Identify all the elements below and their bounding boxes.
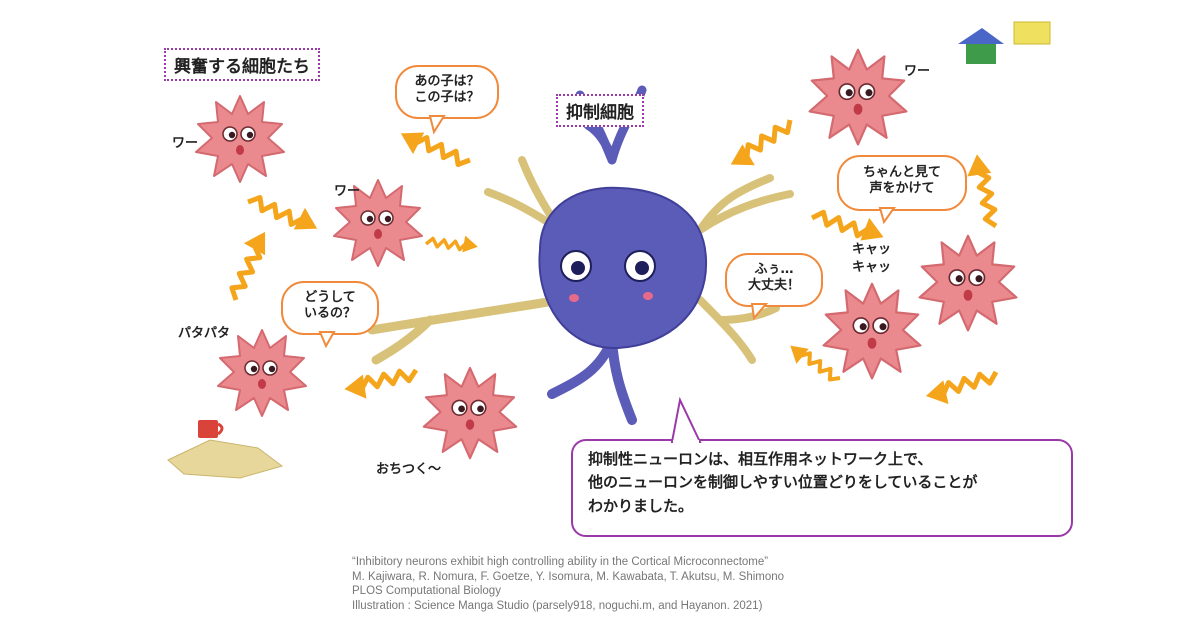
bubble-fu-line2: 大丈夫！ (747, 278, 800, 294)
label-ochitsuku: おちつく～ (376, 462, 442, 477)
inhibitory-neuron (367, 85, 794, 425)
credits: “Inhibitory neurons exhibit high control… (352, 555, 784, 614)
caption-line-3: わかりました。 (588, 496, 694, 515)
credit-title: “Inhibitory neurons exhibit high control… (352, 556, 769, 568)
bubble-fu-text: ふぅ… 大丈夫！ (726, 262, 822, 295)
caption-line-2: 他のニューロンを制御しやすい位置どりをしていることが (588, 473, 978, 492)
excited-cell-3 (217, 329, 307, 417)
bubble-doshite-text: どうして いるの？ (282, 290, 378, 323)
bubble-anoko-line2: この子は？ (414, 90, 480, 106)
label-patapata: パタパタ (178, 326, 231, 341)
caption-line-1: 抑制性ニューロンは、相互作用ネットワーク上で、 (588, 450, 933, 468)
excited-cell-1 (195, 95, 285, 183)
inhibitory-cell-title: 抑制細胞 (556, 94, 644, 127)
bubble-chanto-line1: ちゃんと見て (862, 165, 941, 180)
label-kyakkya-1: キャッ (852, 242, 892, 257)
signal-arrow-10 (923, 361, 1001, 411)
signal-arrow-3 (225, 226, 273, 304)
bubble-fu (725, 253, 823, 321)
credit-journal: PLOS Computational Biology (352, 585, 501, 598)
bubble-chanto-line2: 声をかけて (869, 181, 935, 197)
excited-cells-title: 興奮する細胞たち (164, 48, 320, 81)
cup-icon (198, 420, 224, 438)
signal-arrow-4 (424, 233, 480, 255)
bubble-doshite-line1: どうして (304, 290, 356, 305)
sand-pile-icon (167, 439, 284, 479)
signal-arrow-6 (726, 111, 798, 177)
signal-arrow-2 (244, 191, 322, 237)
signal-arrow-7 (962, 152, 1008, 230)
bubble-doshite (281, 281, 379, 349)
bubble-anoko (395, 65, 499, 135)
signal-arrow-5 (342, 359, 420, 405)
bubble-anoko-text: あの子は？ この子は？ (396, 74, 498, 107)
credit-authors: M. Kajiwara, R. Nomura, F. Goetze, Y. Is… (352, 570, 785, 583)
credit-illustration: Illustration : Science Manga Studio (par… (352, 600, 763, 613)
bubble-chanto-text: ちゃんと見て 声をかけて (838, 165, 966, 198)
toy-blocks-icon (958, 21, 1051, 64)
bubble-doshite-line2: いるの？ (303, 306, 356, 322)
label-kyakkya-2: キャッ (852, 260, 892, 275)
excited-cell-5 (808, 48, 908, 146)
label-wa-3: ワー (904, 64, 931, 79)
caption-text: 抑制性ニューロンは、相互作用ネットワーク上で、 他のニューロンを制御しやすい位置… (588, 448, 1058, 518)
label-wa-1: ワー (172, 136, 199, 151)
excited-cell-6 (918, 234, 1018, 332)
excited-cell-7 (822, 282, 922, 380)
bubble-anoko-line1: あの子は？ (414, 74, 480, 89)
excited-cell-4 (422, 366, 518, 460)
label-wa-2: ワー (334, 184, 361, 199)
bubble-chanto (837, 155, 967, 225)
bubble-fu-line1: ふぅ… (754, 262, 794, 277)
caption-box (571, 396, 1073, 537)
